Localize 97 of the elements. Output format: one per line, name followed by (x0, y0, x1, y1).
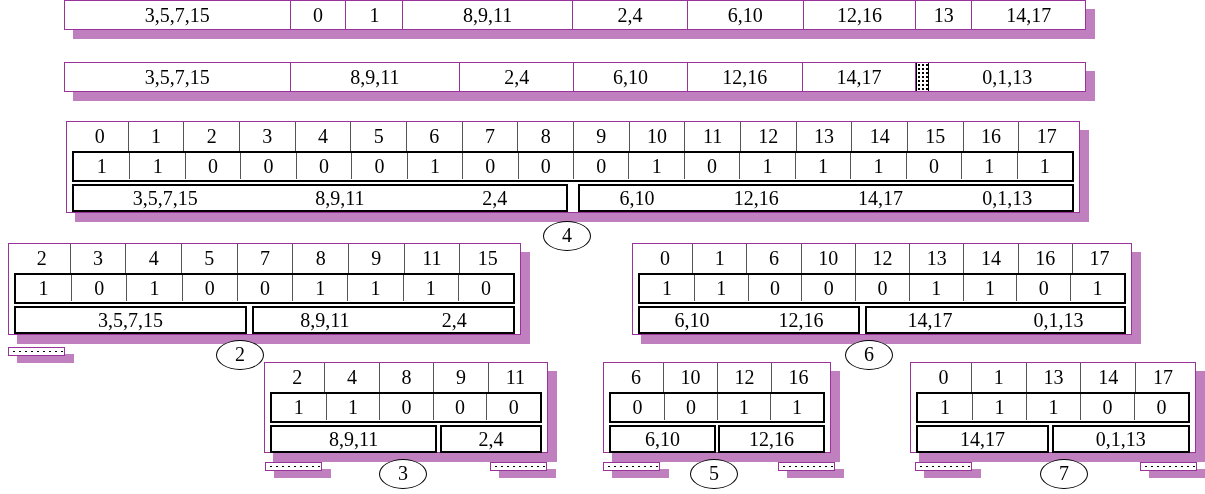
bit-cell: 1 (908, 275, 963, 301)
bit-cell: 1 (406, 153, 463, 179)
bit-cell: 0 (747, 275, 802, 301)
bit-cell: 1 (292, 275, 348, 301)
set-label: 6,10 (674, 308, 710, 332)
table-cell: 8,9,11 (290, 63, 461, 91)
bit-cell-text: 1 (292, 395, 305, 420)
bit-cell: 1 (126, 275, 182, 301)
bit-cell: 1 (962, 275, 1017, 301)
bit-cell: 1 (325, 394, 380, 420)
bit-cell: 0 (905, 153, 962, 179)
bit-cell: 0 (295, 153, 352, 179)
index-cell-text: 2 (35, 246, 48, 271)
bit-cell-text: 0 (631, 395, 644, 420)
bit-cell: 1 (1070, 275, 1124, 301)
bit-cell-text: 1 (939, 395, 951, 420)
bit-cell: 0 (573, 153, 629, 179)
node-number-ellipse: 2 (216, 340, 264, 370)
bit-cell: 1 (961, 153, 1017, 179)
set-label: 12,16 (749, 427, 795, 451)
bit-cell: 0 (1134, 394, 1188, 420)
node-number-ellipse: 3 (379, 459, 427, 489)
set-label: 6,10 (644, 427, 680, 451)
set-label: 8,9,11 (329, 427, 379, 451)
bit-cell: 1 (717, 394, 770, 420)
bit-cell: 0 (1080, 394, 1134, 420)
node-number-ellipse: 5 (690, 459, 738, 489)
set-label: 0,1,13 (982, 186, 1033, 210)
table-cell: 1 (346, 1, 404, 29)
bit-cell: 0 (462, 153, 518, 179)
set-label: 2,4 (478, 427, 504, 451)
set-label: 8,9,11 (315, 186, 365, 210)
bit-cell: 1 (693, 275, 748, 301)
set-label: 14,17 (907, 308, 953, 332)
table-cell: 12,16 (803, 1, 917, 29)
bit-cell: 0 (683, 153, 740, 179)
bit-cell: 1 (1016, 153, 1072, 179)
bit-cell-text: 1 (95, 154, 108, 179)
bit-cell: 0 (351, 153, 407, 179)
set-label: 2,4 (482, 186, 508, 210)
bit-cell: 1 (972, 394, 1026, 420)
index-cell-text: 0 (659, 246, 672, 271)
bit-cell: 0 (432, 394, 487, 420)
bit-cell: 0 (1016, 275, 1071, 301)
set-label: 8,9,11 (300, 308, 350, 332)
table-cell: 2,4 (460, 63, 574, 91)
bit-cell: 0 (240, 153, 296, 179)
bit-cell: 1 (850, 153, 906, 179)
bit-cell: 0 (855, 275, 909, 301)
table-cell: 3,5,7,15 (65, 1, 291, 29)
table-cell: 13 (916, 1, 973, 29)
table-cell-text: 0,1,13 (981, 65, 1034, 90)
set-label: 2,4 (441, 308, 467, 332)
bit-cell: 0 (801, 275, 856, 301)
table-cell: 2,4 (573, 1, 688, 29)
bit-cell: 0 (486, 394, 540, 420)
bit-cell-text: 1 (660, 276, 673, 301)
set-label: 6,10 (619, 186, 655, 210)
set-label: 14,17 (959, 427, 1005, 451)
table-cell: 6,10 (574, 63, 688, 91)
table-cell: 12,16 (687, 63, 803, 91)
node-number-ellipse: 7 (1040, 459, 1088, 489)
table-cell: 8,9,11 (403, 1, 573, 29)
set-label: 3,5,7,15 (132, 186, 198, 210)
bit-cell: 0 (184, 153, 241, 179)
set-label: 3,5,7,15 (97, 308, 163, 332)
set-label: 12,16 (733, 186, 779, 210)
bit-cell: 0 (517, 153, 573, 179)
bit-cell: 0 (457, 275, 513, 301)
set-label: 0,1,13 (1095, 427, 1146, 451)
bit-cell: 1 (794, 153, 851, 179)
bit-cell: 1 (770, 394, 823, 420)
bit-cell: 1 (129, 153, 185, 179)
node-number-ellipse: 4 (543, 221, 591, 251)
table-cell: 6,10 (687, 1, 804, 29)
table-cell: 3,5,7,15 (65, 63, 291, 91)
bit-cell: 0 (236, 275, 293, 301)
bit-cell: 0 (181, 275, 237, 301)
bit-cell: 0 (379, 394, 433, 420)
bit-cell: 1 (739, 153, 795, 179)
index-cell-text: 6 (630, 365, 642, 390)
index-cell-text: 0 (93, 124, 106, 149)
bit-cell: 1 (402, 275, 458, 301)
set-label: 0,1,13 (1033, 308, 1084, 332)
bit-cell: 0 (71, 275, 127, 301)
bit-cell-text: 1 (37, 276, 50, 301)
set-label: 12,16 (778, 308, 824, 332)
node-number-ellipse: 6 (845, 340, 893, 370)
table-cell-text: 14,17 (1005, 3, 1053, 28)
index-cell-text: 0 (937, 365, 950, 390)
set-label: 14,17 (858, 186, 904, 210)
bit-cell: 1 (347, 275, 403, 301)
index-cell-text: 2 (291, 365, 304, 390)
bit-cell: 0 (664, 394, 717, 420)
bit-cell: 1 (1026, 394, 1080, 420)
bit-cell: 1 (628, 153, 684, 179)
table-cell: 0 (290, 1, 347, 29)
